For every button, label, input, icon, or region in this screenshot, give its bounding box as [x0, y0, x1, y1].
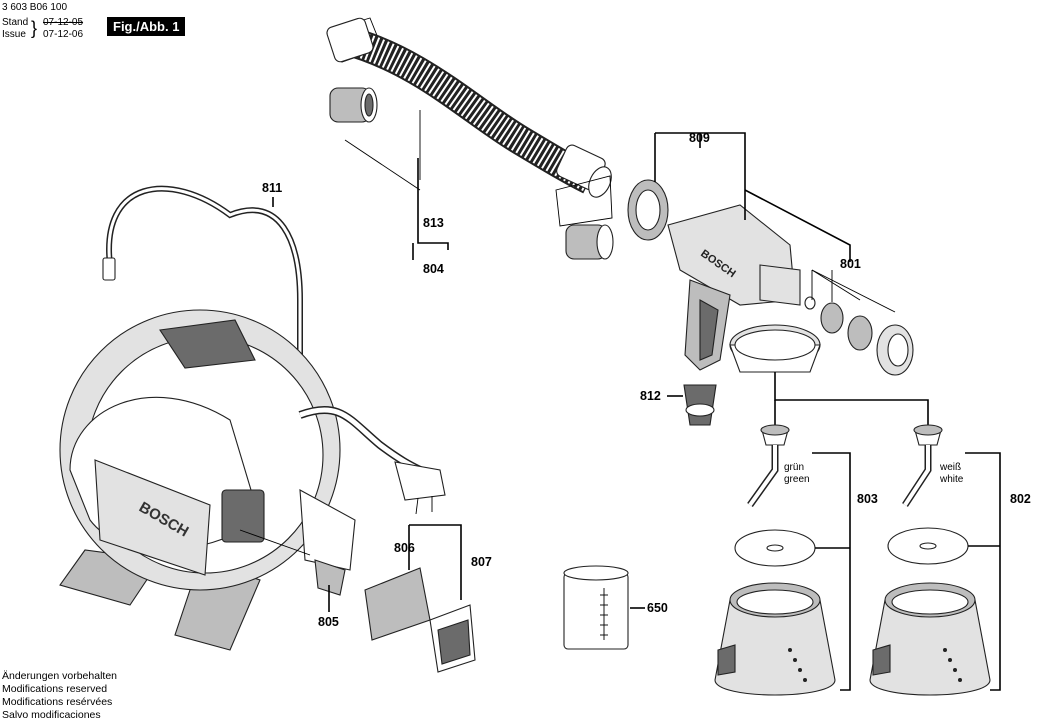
label-806: 806	[394, 541, 415, 555]
hose-connector-ring	[627, 179, 669, 241]
label-weiss: weiß	[939, 462, 961, 473]
note-es: Salvo modificaciones	[2, 709, 101, 721]
paint-container-green	[714, 582, 836, 696]
power-cord	[298, 405, 446, 515]
document-number: 3 603 B06 100	[2, 2, 68, 13]
label-812: 812	[640, 389, 661, 403]
turbine-base-unit: BOSCH	[59, 309, 356, 651]
riser-tube-green	[747, 424, 790, 508]
label-807: 807	[471, 555, 492, 569]
stand-date: 07-12-05	[43, 17, 84, 28]
note-fr: Modifications resérvées	[2, 696, 113, 708]
filter-disc-white	[887, 527, 969, 565]
note-en: Modifications reserved	[2, 683, 108, 695]
label-803: 803	[857, 492, 878, 506]
hose-coupling-bottom	[565, 224, 614, 260]
riser-tube-white	[902, 424, 943, 507]
hose-assembly	[326, 17, 613, 227]
label-805: 805	[318, 615, 339, 629]
filter-disc-green	[734, 529, 816, 567]
label-801: 801	[840, 257, 861, 271]
label-white: white	[939, 474, 964, 485]
issue-label: Issue	[2, 29, 26, 40]
label-804: 804	[423, 262, 444, 276]
modification-notes: Änderungen vorbehalten Modifications res…	[2, 670, 117, 722]
note-de: Änderungen vorbehalten	[2, 670, 118, 682]
nozzle-parts	[804, 296, 914, 376]
label-green: green	[784, 474, 810, 485]
label-650: 650	[647, 601, 668, 615]
trigger-guard-part	[683, 384, 717, 426]
filter-cover-grille	[429, 604, 476, 673]
spray-gun-body: BOSCH	[667, 204, 821, 373]
label-809: 809	[689, 131, 710, 145]
label-802: 802	[1010, 492, 1031, 506]
issue-date: 07-12-06	[43, 29, 84, 40]
brace-glyph: }	[31, 18, 38, 38]
label-813: 813	[423, 216, 444, 230]
measuring-cup	[563, 565, 629, 650]
hose-coupling-top	[329, 87, 378, 123]
label-811: 811	[262, 181, 282, 195]
air-filter-pad	[364, 567, 431, 641]
paint-container-white	[869, 582, 991, 696]
stand-label: Stand	[2, 17, 29, 28]
label-gruen: grün	[784, 462, 804, 473]
figure-label: Fig./Abb. 1	[107, 17, 186, 36]
